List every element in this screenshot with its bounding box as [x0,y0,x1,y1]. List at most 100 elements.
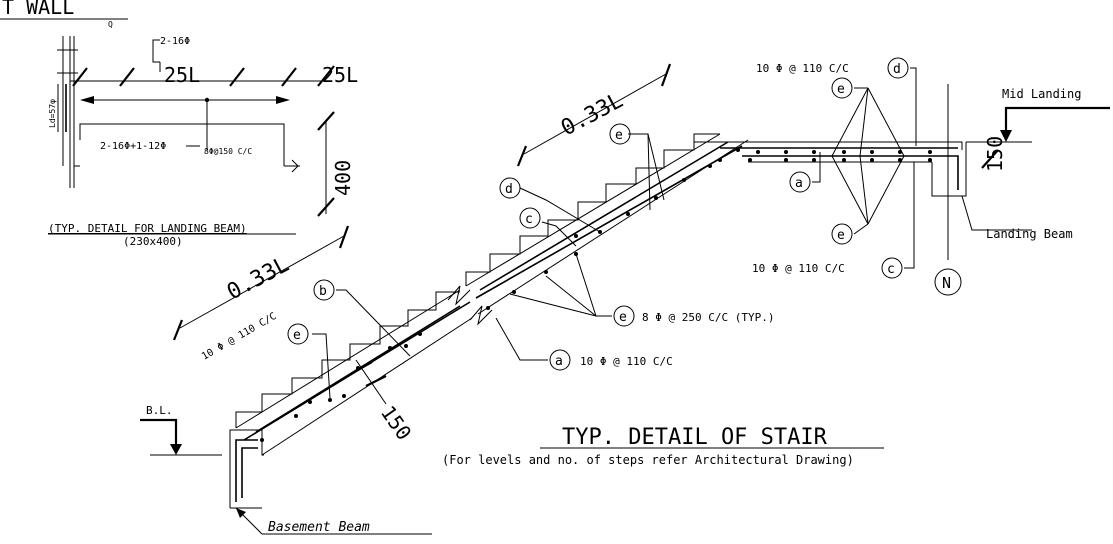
dim-tick [660,63,672,87]
bar-dot [812,158,816,162]
stair-subtitle: (For levels and no. of steps refer Archi… [442,453,854,467]
leader [541,221,577,247]
leader [853,223,869,235]
leader [867,87,905,225]
lap-tick [72,67,88,87]
leader [812,152,821,183]
leader [336,289,411,357]
callout-d-label: d [505,182,513,197]
bar-dot [294,414,298,418]
waist-slab-top [235,289,461,429]
bar-b-spec: 10 Φ @ 110 C/C [200,311,279,363]
depth-label: 400 [331,160,355,196]
landing-beam-outline [931,142,967,197]
callout-c [881,257,903,279]
callout-e [613,305,635,327]
lap-tick [317,65,335,87]
lap-left-label: 0.33L [223,252,293,305]
leader [961,195,1032,231]
bar-dot [870,158,874,162]
landing-beam-detail: T WALL Q 2-16Φ 25L 25L Ld=57φ [0,0,358,248]
lap-dim-line [523,73,667,155]
dim-line [355,359,387,405]
dim-tick [981,149,999,169]
leader [312,333,331,399]
leader [495,317,548,361]
bl-label: B.L. [146,404,173,417]
leader [545,275,597,317]
leader [509,293,597,317]
leader [647,133,651,211]
thickness-label: 150 [376,401,416,444]
break-symbol [291,159,299,173]
bar-dot [748,158,752,162]
arrow-head-icon [236,508,246,518]
leader [519,187,601,233]
dim-tick [317,197,335,217]
leader [859,87,869,225]
lap-tick [119,67,135,87]
lap-tick [229,67,245,87]
callout-e [609,123,631,145]
basement-beam-outline [229,429,264,508]
leader [831,87,869,225]
landing-bottom-bar [742,155,959,190]
lap-label-25L: 25L [322,63,358,87]
bar-dot [418,332,422,336]
beam-caption: (TYP. DETAIL FOR LANDING BEAM) [48,222,247,235]
bar-dot [784,158,788,162]
stirrup-label: 8Φ@150 C/C [204,147,252,156]
callout-c [519,207,541,229]
callout-e-label: e [293,328,301,343]
bottom-bar-label: 2-16Φ+1-12Φ [100,141,166,152]
callout-c-label: c [525,212,533,227]
bar-dot [404,344,408,348]
main-bar-top [479,141,729,291]
steps-lower [235,291,460,428]
leader [904,162,915,269]
beam-size: (230x400) [123,235,183,248]
dim-tick [353,361,373,373]
callout-b-label: b [319,284,327,299]
mid-landing-marker [1004,106,1110,134]
arrow-head-icon [276,96,290,104]
bl-marker [140,418,178,448]
callout-a-label: a [555,354,563,369]
bar-dot [928,150,932,154]
callout-d [887,57,909,79]
basement-beam-label: Basement Beam [268,520,370,535]
ld-label: Ld=57φ [48,99,57,128]
bar-dot [328,398,332,402]
callout-d [499,177,521,199]
callout-e-label: e [837,228,845,243]
bar-dot [756,150,760,154]
section-title-partial: T WALL [2,0,74,19]
leader [910,67,917,146]
callout-e-label: e [619,310,627,325]
landing-top [694,141,963,150]
top-bar-label: 2-16Φ [160,36,190,47]
break-symbol [447,285,471,306]
label-bracket [152,39,160,63]
arrow-head-icon [1000,130,1012,142]
stair-title: TYP. DETAIL OF STAIR [562,425,828,450]
small-mark: Q [108,20,113,29]
main-bar [475,145,743,299]
leader [575,253,612,317]
dim-tick [338,225,350,249]
bar-dot [512,290,516,294]
callout-c-label: c [887,262,895,277]
callout-e-label: e [837,82,845,97]
break-symbol [469,305,493,326]
callout-a [789,171,811,193]
lap-tick [281,67,297,87]
rebar-dots [260,148,932,442]
mid-landing-label: Mid Landing [1002,87,1081,101]
beam-outline [79,123,285,166]
north-label: N [942,274,951,292]
bar-dot [736,148,740,152]
bar-dot [718,158,722,162]
bar-dot [928,158,932,162]
bar-a-spec: 10 Φ @ 110 C/C [580,355,673,368]
bar-dot [342,394,346,398]
